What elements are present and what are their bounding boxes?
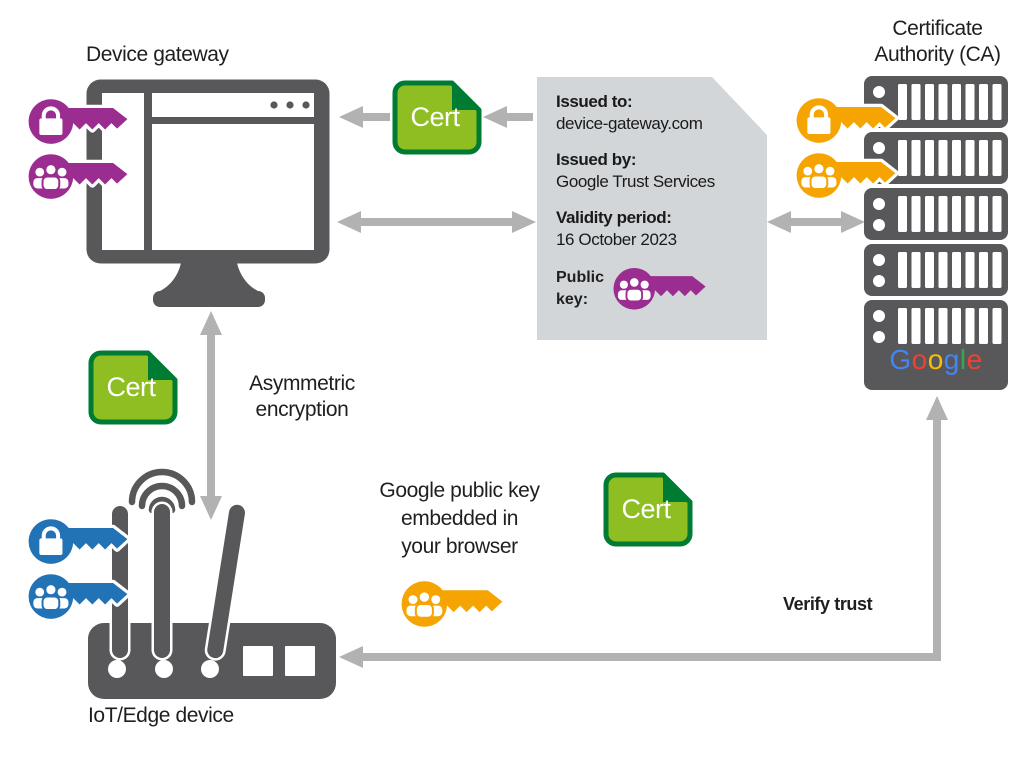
google-logo-letter: l bbox=[959, 344, 967, 375]
verify-trust-label: Verify trust bbox=[783, 594, 873, 614]
gateway-public-group-key-icon bbox=[25, 151, 139, 202]
device-gateway-monitor bbox=[86, 79, 330, 307]
ca-title-line2: Authority (CA) bbox=[874, 43, 1001, 66]
cert-badge-label: Cert bbox=[106, 372, 156, 402]
cert-badge-bottom: Cert bbox=[603, 472, 693, 547]
iot-public-group-key-icon bbox=[25, 571, 139, 622]
issued-to-block: Issued to: device-gateway.com bbox=[556, 91, 767, 135]
cert-badge-label: Cert bbox=[621, 494, 671, 524]
issued-by-value: Google Trust Services bbox=[556, 172, 715, 191]
server-unit bbox=[864, 188, 1008, 240]
server-unit bbox=[864, 132, 1008, 184]
validity-value: 16 October 2023 bbox=[556, 230, 677, 249]
google-browser-group-key-icon bbox=[400, 578, 514, 630]
issued-to-value: device-gateway.com bbox=[556, 114, 703, 133]
certificate-document: Issued to: device-gateway.com Issued by:… bbox=[537, 77, 767, 340]
arrow-cert-to-gateway bbox=[339, 106, 390, 128]
google-public-key-label: Google public key embedded in your brows… bbox=[379, 479, 540, 558]
antenna-2 bbox=[151, 501, 173, 661]
arrow-verify-trust bbox=[339, 396, 948, 668]
issued-by-block: Issued by: Google Trust Services bbox=[556, 149, 767, 193]
router-ports bbox=[243, 646, 315, 676]
google-logo-letter: g bbox=[943, 344, 960, 375]
ca-title-line1: Certificate bbox=[892, 17, 983, 40]
antenna-3 bbox=[204, 502, 248, 661]
ca-private-lock-key-icon bbox=[793, 95, 907, 146]
issued-by-label: Issued by: bbox=[556, 150, 637, 169]
google-logo-letter: o bbox=[927, 344, 944, 375]
gateway-private-lock-key-icon bbox=[25, 96, 139, 147]
browser-topbar-divider bbox=[152, 117, 314, 124]
ca-title: Certificate Authority (CA) bbox=[845, 16, 1030, 68]
monitor-stand-base bbox=[153, 291, 265, 307]
arrow-gateway-doc-bidirectional bbox=[337, 211, 536, 233]
arrow-doc-ca-bidirectional bbox=[767, 211, 865, 233]
arrow-gateway-iot-bidirectional bbox=[200, 311, 222, 520]
router-leds bbox=[108, 660, 219, 678]
arrow-doc-to-cert bbox=[483, 106, 533, 128]
device-gateway-title: Device gateway bbox=[86, 43, 229, 66]
ca-public-group-key-icon bbox=[793, 150, 907, 201]
cert-badge-label: Cert bbox=[410, 102, 460, 132]
google-logo: Google bbox=[866, 344, 1006, 376]
public-key-block: Public key: bbox=[556, 265, 767, 313]
public-group-key-icon bbox=[612, 265, 716, 313]
google-logo-letter: e bbox=[966, 344, 983, 375]
cert-fold-corner bbox=[663, 475, 690, 502]
validity-block: Validity period: 16 October 2023 bbox=[556, 207, 767, 251]
google-logo-letter: G bbox=[889, 344, 912, 375]
browser-menu-dots bbox=[270, 101, 310, 109]
iot-device-title: IoT/Edge device bbox=[88, 704, 234, 727]
asymmetric-encryption-label: Asymmetric encryption bbox=[249, 372, 355, 421]
iot-private-lock-key-icon bbox=[25, 516, 139, 567]
public-key-label: Public key: bbox=[556, 269, 605, 308]
monitor-stand-neck bbox=[160, 263, 258, 291]
cert-badge-top: Cert bbox=[392, 80, 482, 155]
cert-badge-left: Cert bbox=[88, 350, 178, 425]
validity-label: Validity period: bbox=[556, 208, 672, 227]
wifi-signal-icon bbox=[128, 468, 196, 514]
google-logo-letter: o bbox=[911, 344, 928, 375]
ca-server-stack bbox=[864, 76, 1008, 390]
server-unit bbox=[864, 244, 1008, 296]
browser-sidebar-divider bbox=[144, 93, 152, 250]
issued-to-label: Issued to: bbox=[556, 92, 633, 111]
cert-fold-corner bbox=[452, 83, 479, 110]
cert-fold-corner bbox=[148, 353, 175, 380]
server-unit bbox=[864, 300, 1008, 390]
